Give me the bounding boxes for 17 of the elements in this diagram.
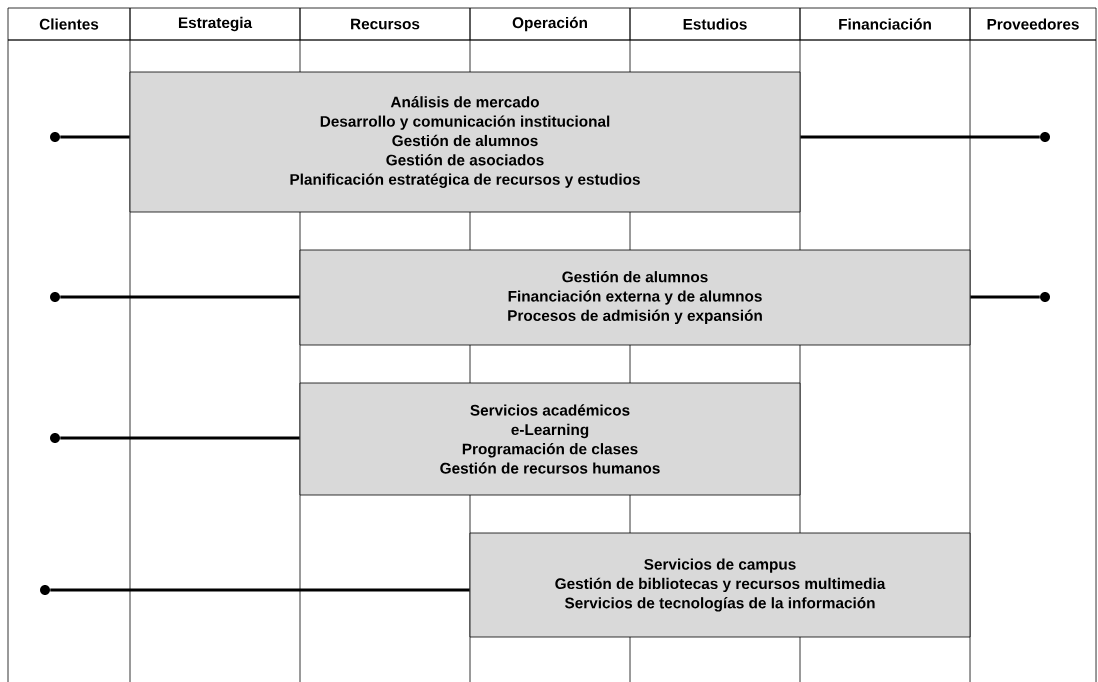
lane-header: Recursos	[299, 7, 471, 41]
lane-header: Clientes	[7, 7, 131, 41]
lane-header: Estrategia	[129, 7, 301, 41]
process-box: Análisis de mercado Desarrollo y comunicación institucional Gestión de alumnos Gestión de asociados Planificación estratégica de recursos y estudios	[129, 71, 801, 213]
lane-header: Financiación	[799, 7, 971, 41]
connector-line	[970, 295, 1040, 299]
process-box: Servicios académicos e-Learning Programación de clases Gestión de recursos humanos	[299, 382, 801, 496]
connector-line	[60, 295, 300, 299]
process-box: Gestión de alumnos Financiación externa y de alumnos Procesos de admisión y expansión	[299, 249, 971, 346]
connector-line	[60, 135, 130, 139]
process-box: Servicios de campus Gestión de bibliotecas y recursos multimedia Servicios de tecnologías de la información	[469, 532, 971, 638]
connector-line	[60, 436, 300, 440]
connector-line	[800, 135, 1040, 139]
lane-header: Proveedores	[969, 7, 1097, 41]
connector-line	[50, 588, 470, 592]
lane-header: Estudios	[629, 7, 801, 41]
lane-header: Operación	[469, 7, 631, 41]
